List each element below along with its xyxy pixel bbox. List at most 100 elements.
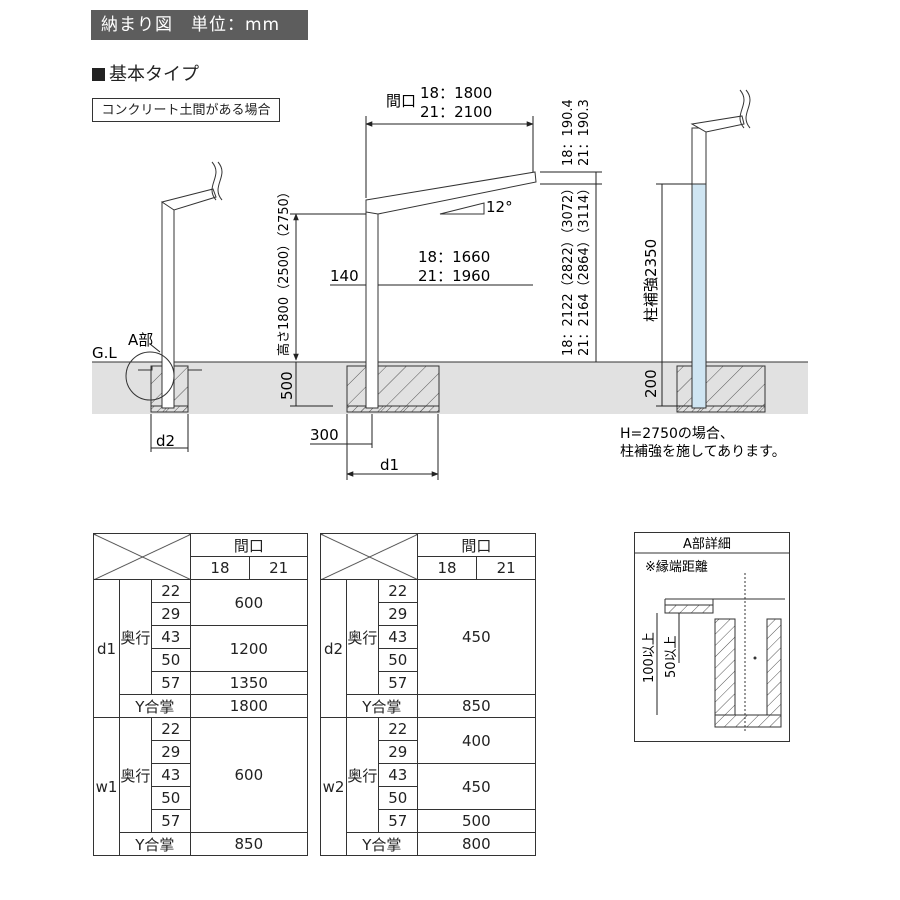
table1-depth: 57 bbox=[150, 809, 191, 833]
roof-left bbox=[160, 188, 217, 211]
label-140: 140 bbox=[330, 267, 359, 285]
detail-title: A部詳細 bbox=[683, 536, 731, 552]
table2-depth: 50 bbox=[377, 786, 418, 810]
a-part-label: A部 bbox=[128, 331, 153, 349]
table1-y-value: 1800 bbox=[189, 694, 309, 718]
header-title: 納まり図 単位：mm bbox=[101, 15, 281, 35]
maguchi-21: 21：2100 bbox=[420, 103, 492, 121]
table2-depth-label-b: 奥行 bbox=[345, 717, 379, 833]
detail-a-drawing: A部詳細 ※縁端距離 100以上 50以上 bbox=[635, 536, 789, 733]
leader-a bbox=[149, 343, 161, 353]
table2-value-b: 500 bbox=[416, 809, 537, 833]
angle-mark bbox=[439, 202, 485, 215]
table2-depth-label: 奥行 bbox=[345, 579, 379, 695]
right-21: 21：190.3 bbox=[577, 99, 592, 166]
right-18: 18：190.4 bbox=[561, 99, 576, 166]
square-bullet-icon bbox=[92, 68, 105, 81]
table2-depth: 57 bbox=[377, 671, 418, 695]
spec-table-2: 間口 18 21 d2 奥行 22 450 29 43 50 57 Y合掌 85… bbox=[320, 533, 537, 856]
table2-row-label: d2 bbox=[320, 579, 347, 718]
pillar-reinforcement bbox=[691, 183, 707, 409]
table2-corner bbox=[320, 533, 418, 580]
installation-diagram: G.L A部 間口 18：1800 21：2100 12° 18：1660 21… bbox=[92, 84, 808, 480]
detail-edge: ※縁端距離 bbox=[645, 559, 708, 575]
table1-header-18: 18 bbox=[189, 556, 251, 580]
table1-depth: 43 bbox=[150, 763, 191, 787]
gl-label: G.L bbox=[92, 344, 117, 362]
table2-depth: 43 bbox=[377, 763, 418, 787]
table2-depth: 57 bbox=[377, 809, 418, 833]
note-1: H=2750の場合、 bbox=[620, 426, 734, 442]
maguchi-18: 18：1800 bbox=[420, 84, 492, 102]
table1-depth: 29 bbox=[150, 602, 191, 626]
table2-value-b: 450 bbox=[416, 763, 537, 810]
table2-depth: 22 bbox=[377, 579, 418, 603]
table2-y-value: 850 bbox=[416, 694, 537, 718]
table2-depth: 29 bbox=[377, 602, 418, 626]
note-2: 柱補強を施してあります。 bbox=[620, 444, 786, 460]
post-center bbox=[365, 205, 379, 409]
foundation-right-base bbox=[676, 405, 766, 413]
foundation-center bbox=[346, 365, 440, 413]
maguchi-label: 間口 bbox=[386, 92, 416, 110]
detail-min50: 50以上 bbox=[664, 635, 679, 678]
foundation-center-base bbox=[346, 405, 440, 413]
detail-min100: 100以上 bbox=[642, 632, 657, 683]
table1-y-value-b: 850 bbox=[189, 832, 309, 856]
table1-value: 600 bbox=[189, 579, 309, 626]
table1-header-21: 21 bbox=[249, 556, 308, 580]
height-label: 高さ1800（2500）（2750） bbox=[276, 185, 292, 356]
table2-y-label: Y合掌 bbox=[345, 694, 418, 718]
break-mark-right bbox=[739, 89, 751, 129]
table1-depth: 43 bbox=[150, 625, 191, 649]
foundation-right bbox=[676, 365, 766, 413]
label-200: 200 bbox=[642, 369, 660, 398]
table1-value: 1350 bbox=[189, 671, 309, 695]
slab-edge-left bbox=[138, 366, 202, 371]
post-left bbox=[161, 201, 175, 409]
table2-depth: 43 bbox=[377, 625, 418, 649]
condition-label: コンクリート土間がある場合 bbox=[92, 98, 280, 122]
label-300: 300 bbox=[310, 426, 339, 444]
table1-depth-label: 奥行 bbox=[118, 579, 152, 695]
section-title: 基本タイプ bbox=[92, 60, 199, 86]
table2-y-value-b: 800 bbox=[416, 832, 537, 856]
table2-depth: 50 bbox=[377, 648, 418, 672]
table1-depth: 22 bbox=[150, 579, 191, 603]
inner-18: 18：1660 bbox=[418, 248, 490, 266]
table1-depth: 57 bbox=[150, 671, 191, 695]
table1-depth-label-b: 奥行 bbox=[118, 717, 152, 833]
page-header: 納まり図 単位：mm bbox=[91, 10, 308, 40]
table2-depth: 29 bbox=[377, 740, 418, 764]
table2-header-21: 21 bbox=[476, 556, 536, 580]
table1-depth: 22 bbox=[150, 717, 191, 741]
table1-row-label-b: w1 bbox=[93, 717, 120, 856]
table2-row-label-b: w2 bbox=[320, 717, 347, 856]
total-21: 21：2164（2864）（3114） bbox=[577, 182, 592, 356]
table2-depth: 22 bbox=[377, 717, 418, 741]
break-mark-left bbox=[211, 161, 223, 201]
label-d2: d2 bbox=[156, 432, 175, 450]
table2-value: 450 bbox=[416, 579, 537, 695]
detail-circle-a bbox=[125, 351, 175, 401]
table1-value: 1200 bbox=[189, 625, 309, 672]
table1-y-label-b: Y合掌 bbox=[118, 832, 191, 856]
inner-21: 21：1960 bbox=[418, 267, 490, 285]
table1-value-b: 600 bbox=[189, 717, 309, 833]
post-right bbox=[691, 127, 707, 185]
label-500: 500 bbox=[278, 371, 296, 400]
reinforce-label: 柱補強2350 bbox=[642, 239, 660, 322]
table1-row-label: d1 bbox=[93, 579, 120, 718]
detail-a-box: A部詳細 ※縁端距離 100以上 50以上 bbox=[634, 532, 790, 742]
table1-depth: 50 bbox=[150, 786, 191, 810]
table2-value-b: 400 bbox=[416, 717, 537, 764]
table1-corner bbox=[93, 533, 191, 580]
roof-right bbox=[690, 115, 745, 133]
roof-center bbox=[365, 171, 537, 215]
table1-depth: 29 bbox=[150, 740, 191, 764]
angle-label: 12° bbox=[486, 198, 513, 216]
table1-depth: 50 bbox=[150, 648, 191, 672]
section-title-text: 基本タイプ bbox=[109, 64, 199, 85]
label-d1: d1 bbox=[380, 456, 399, 474]
table2-y-label-b: Y合掌 bbox=[345, 832, 418, 856]
